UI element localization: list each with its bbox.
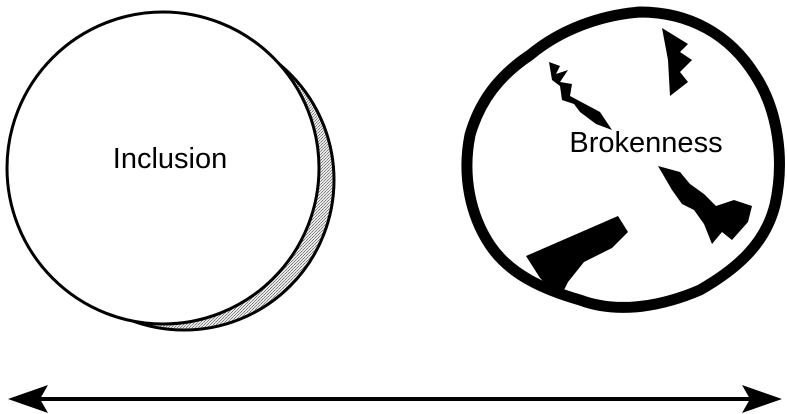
inclusion-label: Inclusion bbox=[113, 143, 227, 175]
double-headed-arrow-icon bbox=[8, 385, 782, 413]
broken-outline bbox=[467, 12, 780, 307]
brokenness-label: Brokenness bbox=[569, 127, 722, 159]
brokenness-shape-icon bbox=[467, 12, 780, 307]
